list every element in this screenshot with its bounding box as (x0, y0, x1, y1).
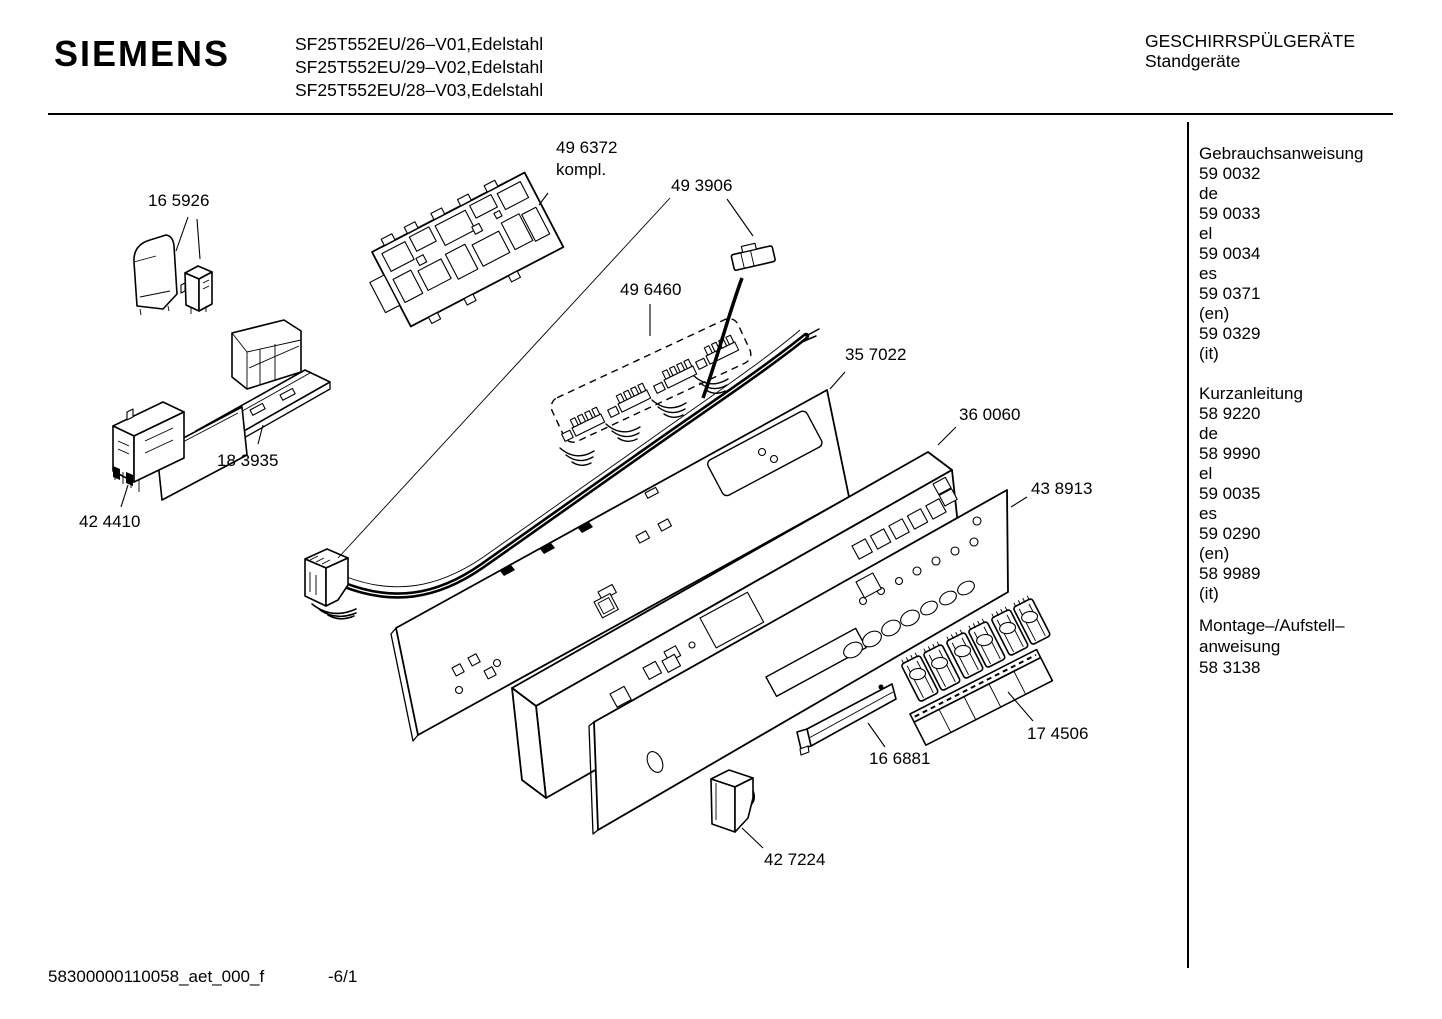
model-list: SF25T552EU/26–V01,Edelstahl SF25T552EU/2… (295, 34, 544, 100)
part-label-165926: 16 5926 (148, 191, 210, 210)
entry: 58 9220 (1199, 404, 1261, 423)
section-title: Kurzanleitung (1199, 384, 1303, 403)
part-label-424410: 42 4410 (79, 512, 141, 531)
part-switch-165926 (180, 265, 213, 314)
entry: 58 9989 (1199, 564, 1261, 583)
leader-493906-b (337, 197, 671, 559)
page-number: -6/1 (328, 967, 358, 986)
part-module-424410 (112, 401, 248, 501)
document-id: 58300000110058_aet_000_f (48, 967, 265, 986)
part-fascia-438913 (588, 489, 1009, 835)
part-harness-493906 (304, 242, 820, 620)
entry: (en) (1199, 544, 1230, 563)
part-label-438913: 43 8913 (1031, 479, 1093, 498)
product-type: Standgeräte (1145, 51, 1241, 71)
leader-496372 (538, 192, 549, 206)
part-label-166881: 16 6881 (869, 749, 931, 768)
entry: 59 0034 (1199, 244, 1261, 263)
part-label-174506: 17 4506 (1027, 724, 1089, 743)
section-title: Gebrauchsanweisung (1199, 144, 1364, 163)
part-label-427224: 42 7224 (764, 850, 826, 869)
part-label-496372: 49 6372 kompl. (556, 138, 618, 179)
entry: 59 0032 (1199, 164, 1261, 183)
entry: 59 0033 (1199, 204, 1261, 223)
part-cover-165926 (133, 234, 178, 316)
leader-165926 (175, 216, 201, 260)
entry: el (1199, 224, 1213, 243)
part-label-357022: 35 7022 (845, 345, 907, 364)
leader-357022 (829, 371, 846, 390)
entry: 59 0371 (1199, 284, 1261, 303)
leader-424410 (120, 484, 129, 508)
leader-166881 (867, 722, 886, 748)
entry: es (1199, 504, 1217, 523)
part-trim-strip-166881 (796, 683, 897, 756)
entry: de (1199, 184, 1218, 203)
leader-427224 (741, 827, 764, 849)
leader-493906-a (726, 198, 754, 237)
sidebar-section-kurzanleitung: Kurzanleitung 58 9220 de 58 9990 el 59 0… (1199, 384, 1384, 604)
product-line: GESCHIRRSPÜLGERÄTE (1145, 31, 1356, 51)
entry: 58 3138 (1199, 658, 1261, 677)
entry: (it) (1199, 344, 1219, 363)
product-category-block: GESCHIRRSPÜLGERÄTE Standgeräte (1145, 31, 1355, 71)
entry: 59 0035 (1199, 484, 1261, 503)
part-button-pack-174506 (901, 595, 1054, 746)
entry: de (1199, 424, 1218, 443)
header-rule (48, 113, 1393, 115)
sidebar-divider (1187, 122, 1189, 968)
leader-438913 (1010, 496, 1028, 508)
entry: 58 9990 (1199, 444, 1261, 463)
sidebar-section-gebrauchsanweisung: Gebrauchsanweisung 59 0032 de 59 0033 el… (1199, 144, 1384, 364)
entry: (en) (1199, 304, 1230, 323)
sidebar-section-montageanweisung: Montage–/Aufstell– anweisung 58 3138 (1199, 615, 1384, 678)
part-switch-427224 (710, 769, 756, 833)
entry: 59 0329 (1199, 324, 1261, 343)
entry: 59 0290 (1199, 524, 1261, 543)
siemens-logo: SIEMENS (54, 33, 231, 74)
part-connector-strip-496460 (550, 317, 752, 466)
leader-360060 (937, 426, 957, 446)
part-label-360060: 36 0060 (959, 405, 1021, 424)
section-title: Montage–/Aufstell– anweisung (1199, 616, 1345, 656)
entry: el (1199, 464, 1213, 483)
entry: es (1199, 264, 1217, 283)
leader-183935 (257, 424, 264, 445)
entry: (it) (1199, 584, 1219, 603)
part-label-496460: 49 6460 (620, 280, 682, 299)
part-label-493906: 49 3906 (671, 176, 733, 195)
part-control-unit-496372 (369, 171, 565, 328)
part-label-183935: 18 3935 (217, 451, 279, 470)
leader-174506 (1007, 691, 1034, 722)
